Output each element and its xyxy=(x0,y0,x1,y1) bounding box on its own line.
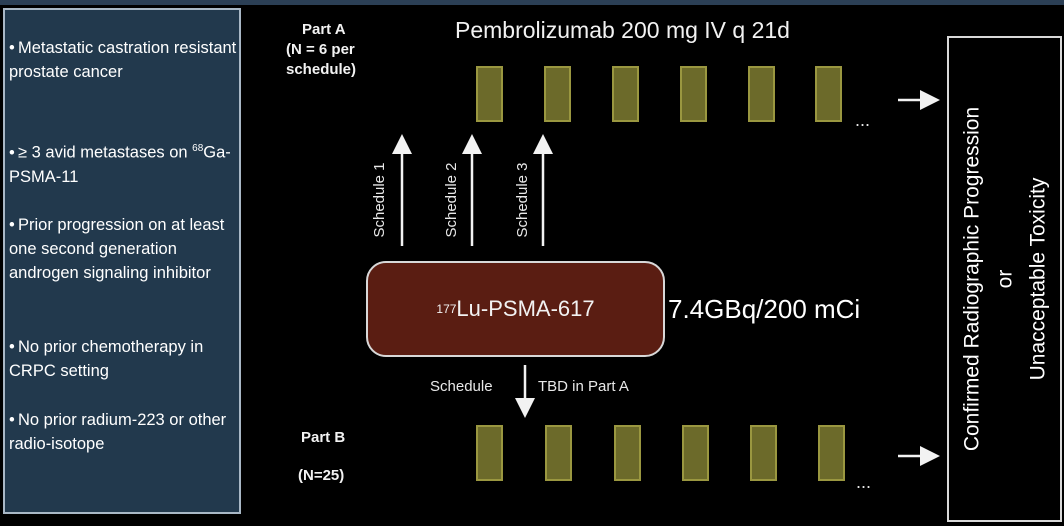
part-b-cycle-3 xyxy=(614,425,641,481)
isotope-superscript: 68 xyxy=(192,143,204,154)
top-bar xyxy=(0,0,1064,5)
eligibility-panel: •Metastatic castration resistant prostat… xyxy=(3,8,241,514)
outcome-line-2: or xyxy=(993,269,1016,289)
criterion-1: •Metastatic castration resistant prostat… xyxy=(9,39,237,81)
part-a-cycle-6 xyxy=(815,66,842,122)
part-a-ellipsis: ... xyxy=(855,110,871,130)
part-b-cycle-5 xyxy=(750,425,777,481)
part-a-cycle-1 xyxy=(476,66,503,122)
schedule-2-label: Schedule 2 xyxy=(443,162,460,237)
part-b-n: (N=25) xyxy=(298,467,345,484)
schedule-tbd: TBD in Part A xyxy=(538,378,629,395)
part-a-title: Part A xyxy=(302,21,346,38)
part-a-cycle-2 xyxy=(544,66,571,122)
part-b-cycle-2 xyxy=(545,425,572,481)
dose-label: 7.4GBq/200 mCi xyxy=(668,294,861,324)
outcome-line-3: Unacceptable Toxicity xyxy=(1026,177,1049,381)
pembrolizumab-label: Pembrolizumab 200 mg IV q 21d xyxy=(455,17,790,43)
schedule-3-label: Schedule 3 xyxy=(514,162,531,237)
part-b-cycle-6 xyxy=(818,425,845,481)
part-a-cycle-3 xyxy=(612,66,639,122)
outcome-line-1: Confirmed Radiographic Progression xyxy=(960,106,983,452)
schedule-1-label: Schedule 1 xyxy=(371,162,388,237)
drug-name: Lu-PSMA-617 xyxy=(456,296,595,321)
criterion-3: •Prior progression on at least one secon… xyxy=(9,216,225,282)
criterion-4: •No prior chemotherapy in CRPC setting xyxy=(9,338,204,380)
part-b-cycle-4 xyxy=(682,425,709,481)
part-a-n: (N = 6 per xyxy=(286,41,355,58)
part-a-cycle-4 xyxy=(680,66,707,122)
part-b-title: Part B xyxy=(301,429,346,446)
part-a-n2: schedule) xyxy=(286,61,357,78)
part-b-cycle-1 xyxy=(476,425,503,481)
outcome-box: Confirmed Radiographic Progression or Un… xyxy=(947,36,1062,522)
schedule-word: Schedule xyxy=(430,378,493,395)
drug-isotope-superscript: 177 xyxy=(436,302,457,316)
part-b-ellipsis: ... xyxy=(856,472,872,492)
part-a-cycle-5 xyxy=(748,66,775,122)
criterion-5: •No prior radium-223 or other radio-isot… xyxy=(9,411,227,453)
outcome-text: Confirmed Radiographic Progression or Un… xyxy=(955,44,1054,514)
criterion-2: •≥ 3 avid metastases on 68Ga-PSMA-11 xyxy=(9,143,231,186)
